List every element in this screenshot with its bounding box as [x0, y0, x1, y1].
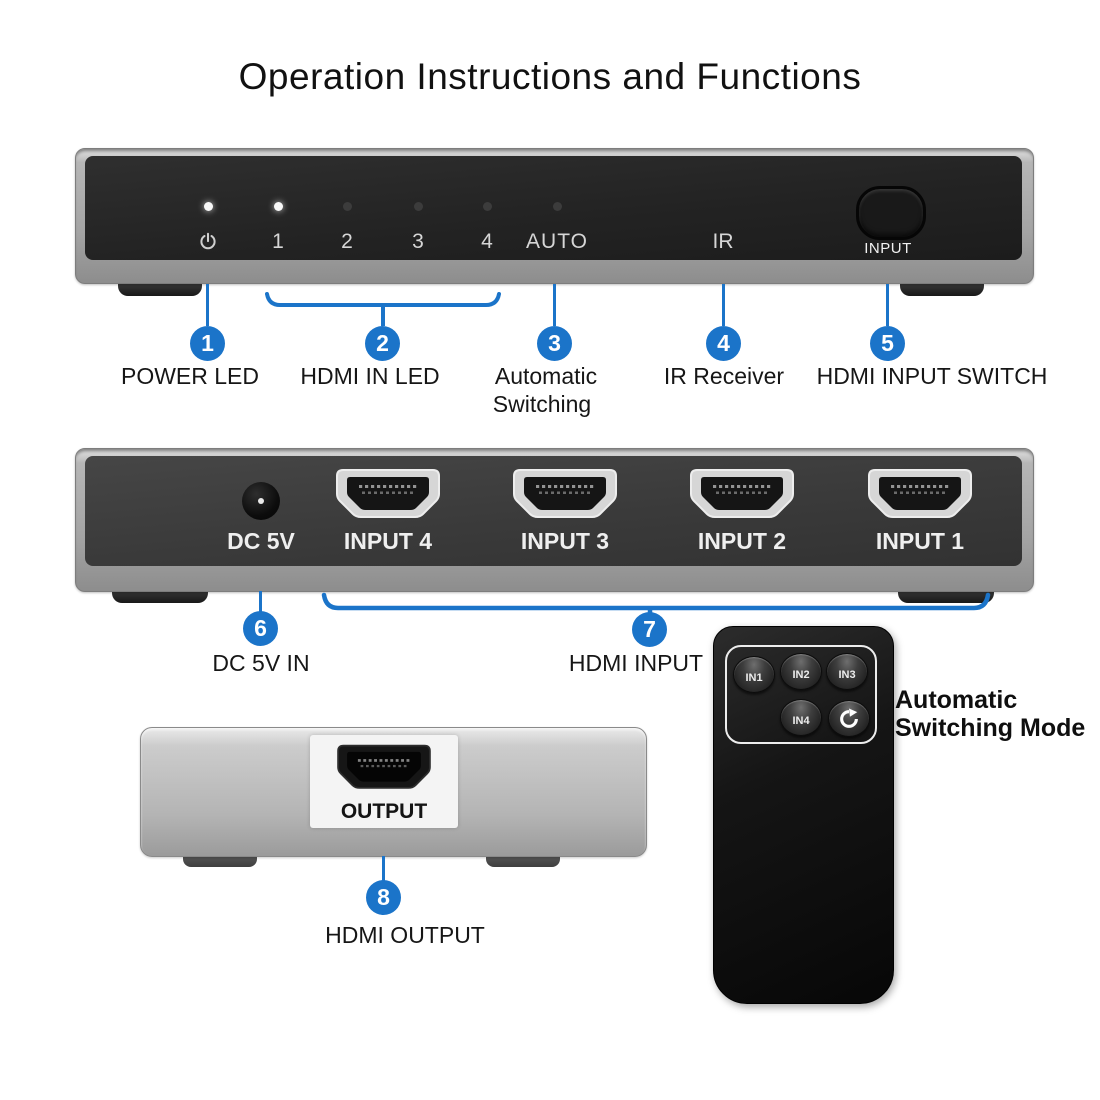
- callout-label-power-led: POWER LED: [120, 363, 260, 389]
- callout-label-switching: Switching: [492, 391, 592, 417]
- port-label-input-4: INPUT 4: [343, 528, 433, 554]
- remote-button-in3: IN3: [826, 653, 868, 690]
- device-foot: [900, 281, 984, 296]
- hdmi-in-led-3: [414, 202, 423, 211]
- hdmi-in-led-label-3: 3: [412, 230, 424, 253]
- callout-label-hdmi-output: HDMI OUTPUT: [325, 922, 485, 948]
- callout-circle-6: 6: [243, 611, 278, 646]
- rotate-arrow-icon: [840, 707, 858, 728]
- ir-label: IR: [712, 230, 734, 253]
- hdmi-port-input-2-icon: [690, 469, 794, 518]
- dc-port-label: DC 5V: [227, 528, 295, 554]
- auto-led: [553, 202, 562, 211]
- input-button: [856, 186, 926, 240]
- callout-circle-2: 2: [365, 326, 400, 361]
- remote-button-in1: IN1: [733, 656, 775, 693]
- callout-circle-4: 4: [706, 326, 741, 361]
- device-foot: [486, 854, 560, 867]
- callout-line-8: [382, 856, 385, 882]
- callout-circle-8: 8: [366, 880, 401, 915]
- hdmi-port-input-3-icon: [513, 469, 617, 518]
- callout-line-4: [722, 284, 725, 326]
- dc-jack-pin: [258, 498, 264, 504]
- callout-label-dc-5v-in: DC 5V IN: [212, 650, 310, 676]
- callout-line-6: [259, 591, 262, 613]
- page-title: Operation Instructions and Functions: [238, 56, 862, 97]
- callout-circle-5: 5: [870, 326, 905, 361]
- device-foot: [118, 281, 202, 296]
- callout-label-hdmi-input-switch: HDMI INPUT SWITCH: [816, 363, 1048, 389]
- callout-circle-1: 1: [190, 326, 225, 361]
- hdmi-port-input-4-icon: [336, 469, 440, 518]
- device-foot: [183, 854, 257, 867]
- hdmi-in-led-label-1: 1: [272, 230, 284, 253]
- remote-button-panel: [725, 645, 877, 744]
- port-label-input-3: INPUT 3: [520, 528, 610, 554]
- remote-button-in4: IN4: [780, 699, 822, 736]
- input-button-label: INPUT: [864, 240, 912, 257]
- callout-label-hdmi-input: HDMI INPUT: [568, 650, 704, 676]
- callout-line-1: [206, 284, 209, 326]
- callout-label-automatic: Automatic: [494, 363, 598, 389]
- callout-line-3: [553, 284, 556, 326]
- hdmi-in-led-1: [274, 202, 283, 211]
- remote-caption-line2: Switching Mode: [895, 714, 1086, 742]
- port-label-input-1: INPUT 1: [875, 528, 965, 554]
- callout-circle-7: 7: [632, 612, 667, 647]
- port-label-input-2: INPUT 2: [697, 528, 787, 554]
- callout-circle-3: 3: [537, 326, 572, 361]
- hdmi-port-output-icon: [337, 744, 431, 789]
- auto-label: AUTO: [526, 230, 588, 253]
- remote-caption-line1: Automatic: [895, 686, 1018, 714]
- callout-label-hdmi-in-led: HDMI IN LED: [300, 363, 440, 389]
- hdmi-in-led-label-2: 2: [341, 230, 353, 253]
- hdmi-in-led-label-4: 4: [481, 230, 493, 253]
- remote-auto-button: [828, 700, 870, 737]
- hdmi-in-led-4: [483, 202, 492, 211]
- hdmi-port-input-1-icon: [868, 469, 972, 518]
- callout-line-5: [886, 284, 889, 326]
- remote-button-in2: IN2: [780, 653, 822, 690]
- output-port-label: OUTPUT: [340, 800, 428, 823]
- callout-label-ir-receiver: IR Receiver: [663, 363, 785, 389]
- power-icon: [200, 232, 216, 250]
- callout-bracket-2: [265, 292, 501, 326]
- hdmi-in-led-2: [343, 202, 352, 211]
- power-led: [204, 202, 213, 211]
